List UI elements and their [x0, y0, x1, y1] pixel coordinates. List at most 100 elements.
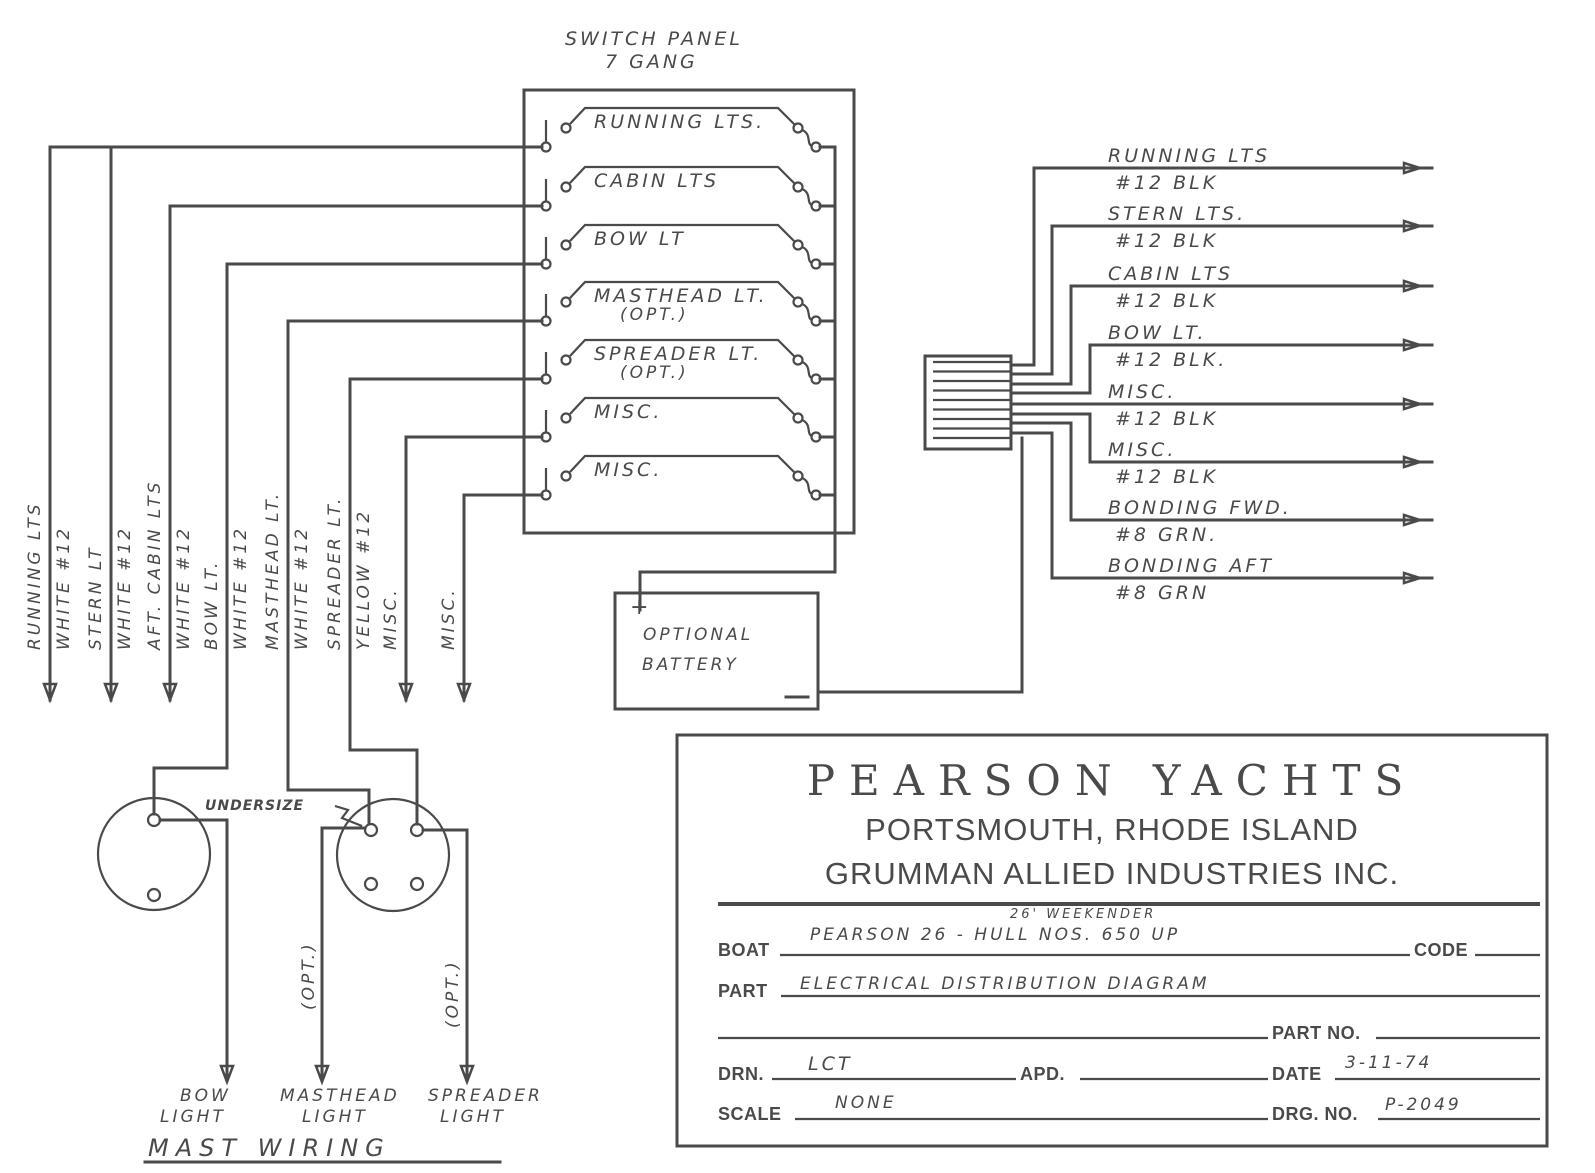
fuse-icon: [801, 476, 813, 496]
left-wire: [48, 145, 544, 702]
wire-arrow-icon: [103, 682, 119, 704]
apd-label: APD.: [1020, 1064, 1065, 1084]
fuse-icon: [801, 187, 813, 207]
drg-no-value: P-2049: [1385, 1095, 1462, 1115]
left-wire-name: BOW LT.: [202, 560, 222, 650]
switch-label: MASTHEAD LT.: [594, 285, 768, 307]
right-wire: [1009, 343, 1434, 395]
drg-no-label: DRG. NO.: [1272, 1104, 1358, 1124]
left-wire-name: SPREADER LT.: [325, 496, 345, 650]
left-wire: [286, 319, 544, 700]
left-wire: [462, 493, 544, 702]
fuse-terminal: [792, 122, 804, 134]
fuse-icon: [801, 418, 813, 438]
wire-arrow-icon: [1402, 571, 1425, 585]
right-wire: [1009, 224, 1434, 376]
date-label: DATE: [1272, 1064, 1322, 1084]
mast-plug-pin: [363, 876, 379, 892]
switch-row: SPREADER LT.(OPT.): [540, 338, 837, 385]
wire-arrow-icon: [162, 682, 178, 704]
right-wire-spec: #12 BLK: [1115, 290, 1218, 312]
right-wire-spec: #8 GRN.: [1115, 524, 1218, 546]
left-wire-name: MISC.: [439, 587, 459, 650]
switch-row: MASTHEAD LT.(OPT.): [540, 280, 837, 327]
switch-contact: [560, 181, 572, 193]
left-wire: [404, 435, 544, 702]
wire-arrow-icon: [1402, 338, 1425, 352]
masthead-light-label-2: LIGHT: [302, 1107, 368, 1127]
bus-bar-wire: [638, 146, 837, 612]
right-wire: [1009, 431, 1434, 580]
wire-arrow-icon: [1402, 513, 1425, 527]
spreader-light-label-2: LIGHT: [440, 1107, 506, 1127]
switch-lever: [569, 280, 796, 300]
fuse-icon: [801, 128, 813, 148]
code-label: CODE: [1414, 940, 1468, 960]
switch-contact: [560, 239, 572, 251]
left-wire-name: AFT. CABIN LTS: [145, 480, 165, 651]
company-location: PORTSMOUTH, RHODE ISLAND: [865, 812, 1359, 847]
boat-value: PEARSON 26 - HULL NOS. 650 UP: [810, 925, 1180, 945]
switch-contact: [560, 354, 572, 366]
left-wire: [348, 377, 544, 700]
switch-row: CABIN LTS: [540, 165, 837, 212]
battery-label-2: BATTERY: [642, 655, 739, 675]
battery-negative-wire: [816, 436, 1024, 694]
left-wire-name: MASTHEAD LT.: [263, 491, 283, 650]
masthead-opt-label: (OPT.): [299, 941, 319, 1010]
bow-plug-pin: [146, 812, 162, 828]
left-wire-name: MISC.: [381, 587, 401, 650]
switch-contact: [560, 296, 572, 308]
right-wire-name: MISC.: [1108, 381, 1176, 403]
switch-label: BOW LT: [594, 228, 686, 250]
mast-wiring: UNDERSIZE (OPT.) (OPT.) BOW LIGHT MASTHE…: [96, 696, 543, 1164]
right-wire-spec: #8 GRN: [1115, 582, 1209, 604]
wire-arrow-icon: [1402, 161, 1425, 175]
masthead-arrow-icon: [314, 1064, 330, 1086]
right-wire-name: CABIN LTS: [1108, 263, 1233, 285]
fuse-icon: [801, 360, 813, 380]
right-wire-name: RUNNING LTS: [1108, 145, 1270, 167]
undersize-pointer: [334, 804, 363, 828]
part-label: PART: [718, 981, 768, 1001]
wire-arrow-icon: [456, 682, 472, 704]
switch-label: CABIN LTS: [594, 170, 719, 192]
switch-lever: [569, 454, 796, 474]
switch-lever: [569, 223, 796, 243]
mast-plug-pin: [363, 822, 379, 838]
left-wire: [168, 204, 544, 702]
switch-label: RUNNING LTS.: [594, 111, 765, 133]
part-no-label: PART NO.: [1272, 1023, 1361, 1043]
boat-note: 26' WEEKENDER: [1010, 907, 1156, 922]
terminal-block-lines: [933, 360, 1011, 440]
switch-contact: [560, 412, 572, 424]
switch-label: SPREADER LT.: [594, 343, 762, 365]
part-value: ELECTRICAL DISTRIBUTION DIAGRAM: [800, 974, 1210, 994]
switch-panel-box: [522, 88, 856, 535]
switch-contact: [560, 470, 572, 482]
left-wire-spec: WHITE #12: [54, 526, 74, 650]
spreader-light-label-1: SPREADER: [428, 1086, 543, 1106]
scale-value: NONE: [835, 1093, 897, 1113]
bow-plug-pin: [146, 887, 162, 903]
bow-light-label-2: LIGHT: [160, 1107, 226, 1127]
scale-label: SCALE: [718, 1104, 782, 1124]
spreader-light-wire: [421, 828, 469, 1082]
bow-feed-wire: [152, 696, 229, 816]
right-wire-name: BOW LT.: [1108, 322, 1207, 344]
battery-plus-terminal: +: [630, 595, 651, 620]
right-wire-spec: #12 BLK: [1115, 230, 1218, 252]
right-wire-spec: #12 BLK: [1115, 466, 1218, 488]
switch-sublabel: (OPT.): [620, 363, 689, 383]
undersize-note: UNDERSIZE: [205, 798, 304, 814]
company-name: PEARSON YACHTS: [807, 756, 1418, 805]
wire-arrow-icon: [398, 682, 414, 704]
battery-box: [613, 591, 820, 711]
left-wire-spec: WHITE #12: [174, 526, 194, 650]
switch-panel-title: SWITCH PANEL: [565, 28, 743, 50]
right-wire: [1009, 166, 1434, 367]
title-block-frame: [675, 733, 1549, 1148]
switch-row: RUNNING LTS.: [540, 106, 837, 153]
